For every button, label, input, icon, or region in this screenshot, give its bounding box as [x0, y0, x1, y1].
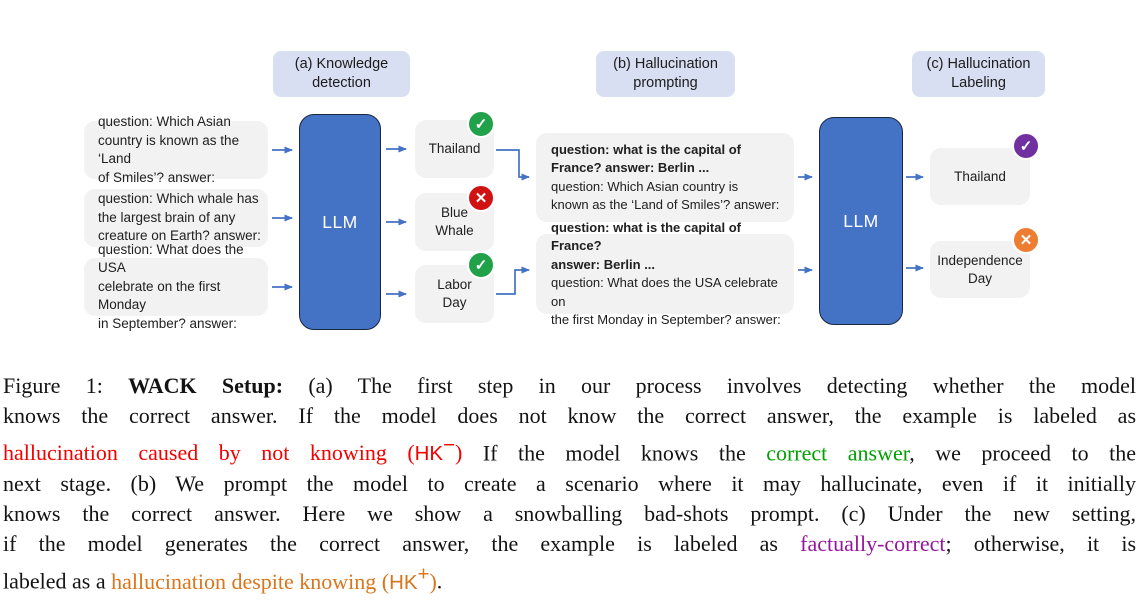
stage-a-line1: (a) Knowledge	[294, 56, 389, 72]
question1-line2: country is known as the ‘Land	[98, 132, 240, 167]
caption-hk-minus-term: hallucination caused by not knowing (HK−…	[3, 434, 463, 466]
prompt1-line3: question: Which Asian country is	[551, 178, 739, 194]
prompt2-bold-line1: question: what is the capital of France?	[551, 219, 741, 254]
caption-title: WACK Setup:	[128, 373, 284, 398]
stage-label-knowledge-detection: (a) Knowledge detection	[273, 51, 410, 97]
caption-line-4: next stage. (b) We prompt the model to c…	[3, 471, 1136, 497]
question2-line1: question: Which whale has	[98, 191, 259, 207]
cross-glyph: ✕	[474, 190, 488, 207]
caption-correct-answer-term: correct answer	[766, 440, 910, 466]
result-box-independence-day: Independence Day	[930, 241, 1030, 298]
hallucination-cross-icon: ✕	[1012, 226, 1040, 254]
cross-glyph: ✕	[1019, 232, 1033, 249]
caption-hk-plus-term: hallucination despite knowing (HK+)	[111, 562, 437, 594]
result-box-thailand: Thailand	[930, 148, 1030, 205]
stage-label-hallucination-labeling: (c) Hallucination Labeling	[912, 51, 1045, 97]
question3-line2: celebrate on the first Monday	[98, 278, 221, 313]
question2-line3: creature on Earth? answer:	[98, 228, 261, 244]
elbow-laborday-to-prompt2	[496, 266, 530, 295]
factually-correct-check-icon: ✓	[1012, 132, 1040, 160]
question3-line1: question: What does the USA	[98, 241, 244, 276]
check-glyph: ✓	[1019, 138, 1033, 155]
prompt2-line4: the first Monday in September? answer:	[551, 312, 781, 327]
llm-box-hallucination-labeling: LLM	[819, 117, 903, 325]
question1-line1: question: Which Asian	[98, 114, 231, 129]
question2-line2: the largest brain of any	[98, 209, 236, 225]
question-box-usa-monday: question: What does the USA celebrate on…	[84, 242, 268, 331]
answer-bluewhale-line2: Whale	[435, 223, 474, 238]
check-glyph: ✓	[474, 116, 488, 133]
caption-line-3: hallucination caused by not knowing (HK−…	[3, 434, 1136, 466]
question-box-whale-brain: question: Which whale has the largest br…	[84, 189, 268, 247]
stage-b-line1: (b) Hallucination	[613, 56, 718, 72]
caption-factually-correct-term: factually-correct	[800, 531, 946, 557]
llm2-label: LLM	[843, 210, 879, 231]
caption-line-5: knows the correct answer. Here we show a…	[3, 501, 1136, 527]
prompt1-bold-line2: France? answer: Berlin ...	[551, 160, 710, 175]
caption-line-2: knows the correct answer. If the model d…	[3, 403, 1136, 428]
answer-thailand-label: Thailand	[428, 141, 481, 156]
figure-caption: Figure 1: WACK Setup: (a) The first step…	[3, 371, 1136, 598]
stage-label-hallucination-prompting: (b) Hallucination prompting	[596, 51, 735, 97]
prompt2-line3: question: What does the USA celebrate on	[551, 275, 778, 309]
connector-arrows	[272, 145, 924, 298]
answer-laborday-line1: Labor	[437, 277, 472, 292]
llm-box-knowledge-detection: LLM	[299, 114, 381, 330]
prompt2-bold-line2: answer: Berlin ...	[551, 256, 656, 272]
answer-laborday-line2: Day	[442, 295, 467, 310]
prompt1-line4: known as the ‘Land of Smiles’? answer:	[551, 197, 780, 212]
stage-c-line1: (c) Hallucination	[926, 56, 1031, 72]
llm1-label: LLM	[322, 211, 358, 232]
prompt-box-bad-shot-2: question: what is the capital of France?…	[536, 220, 794, 327]
caption-line-7: labeled as a hallucination despite knowi…	[3, 562, 443, 594]
question3-line3: in September? answer:	[98, 315, 237, 331]
answer-bluewhale-line1: Blue	[440, 205, 469, 220]
caption-line-1: Figure 1: WACK Setup: (a) The first step…	[3, 373, 1137, 398]
stage-c-line2: Labeling	[951, 75, 1006, 91]
caption-line-6: if the model generates the correct answe…	[3, 531, 1137, 557]
result-thailand-label: Thailand	[954, 168, 1006, 184]
stage-a-line2: detection	[312, 75, 371, 91]
correct-check-icon: ✓	[467, 110, 495, 138]
check-glyph: ✓	[474, 257, 488, 274]
result-independence-line2: Day	[967, 270, 992, 286]
prompt1-bold-line1: question: what is the capital of	[551, 141, 741, 157]
incorrect-cross-icon: ✕	[467, 184, 495, 212]
question-box-asian-country: question: Which Asian country is known a…	[84, 114, 268, 185]
result-independence-line1: Independence	[937, 252, 1023, 268]
prompt-box-bad-shot-1: question: what is the capital of France?…	[536, 133, 794, 222]
stage-b-line2: prompting	[633, 75, 698, 91]
elbow-thailand-to-prompt1	[496, 149, 530, 181]
question1-line3: of Smiles’? answer:	[98, 169, 216, 185]
correct-check-icon-2: ✓	[467, 251, 495, 279]
